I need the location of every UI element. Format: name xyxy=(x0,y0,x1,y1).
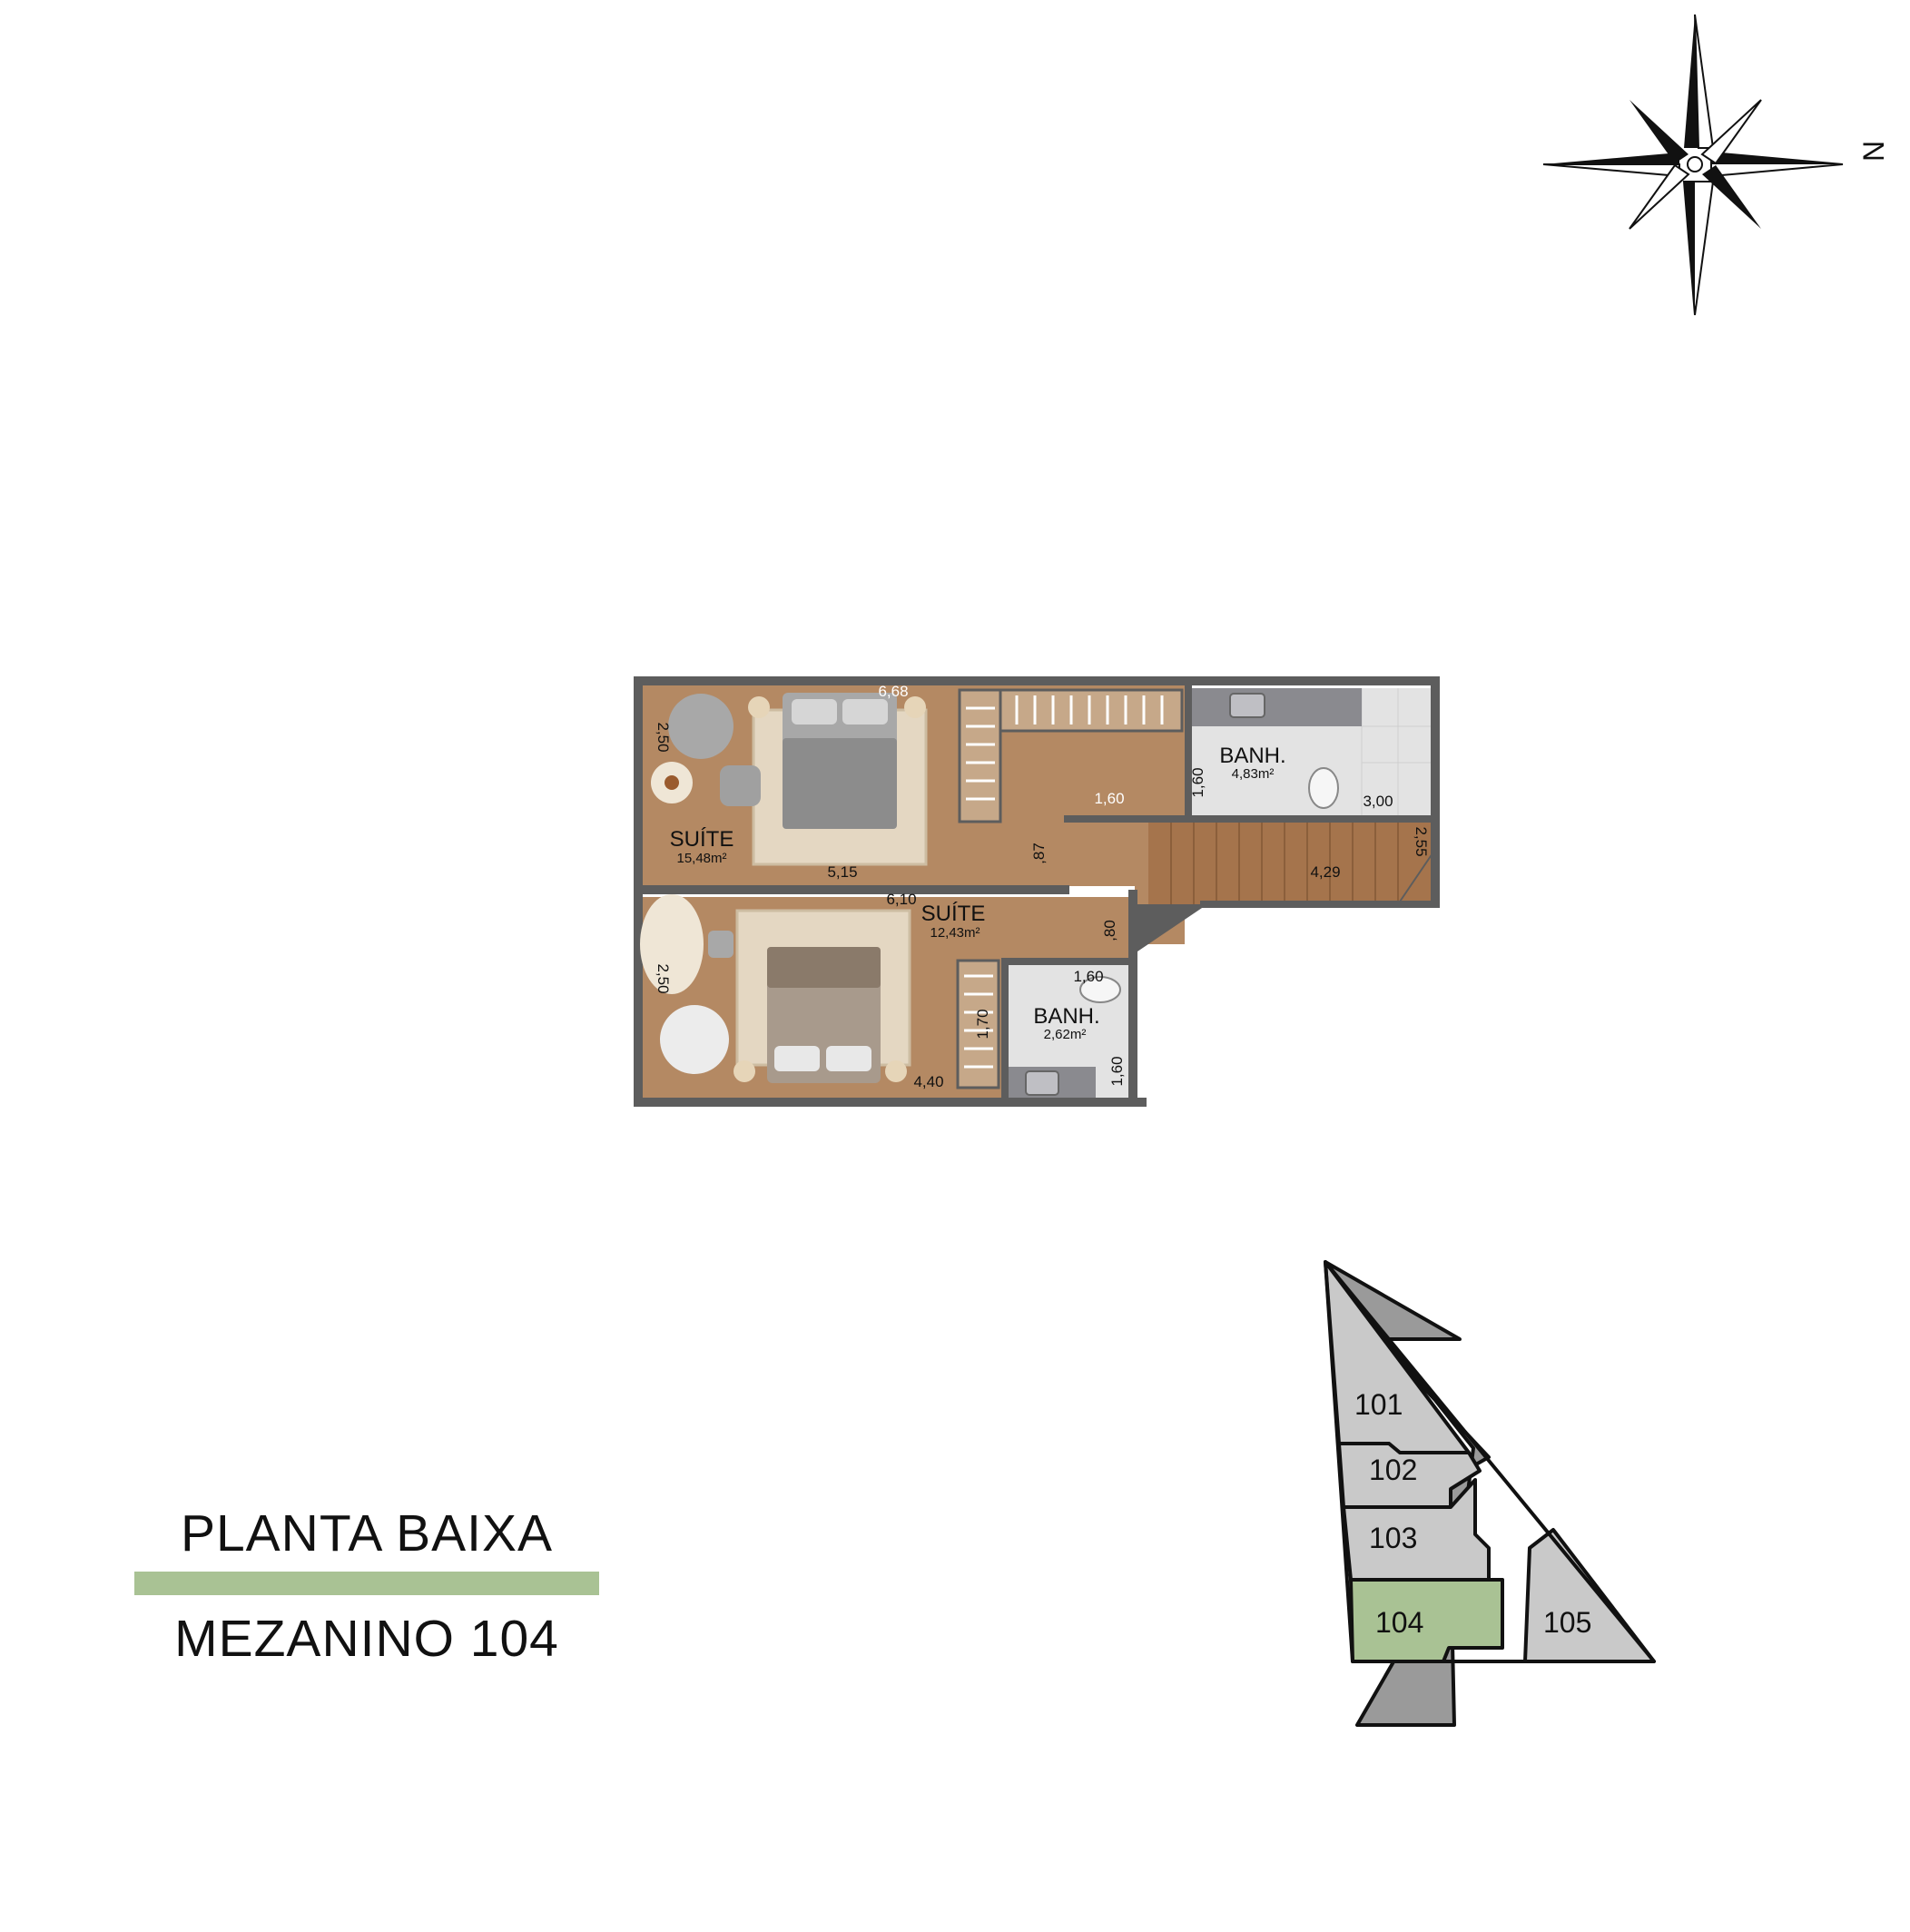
dimension-label: ,87 xyxy=(1030,843,1048,864)
nightstand-2b xyxy=(885,1060,907,1082)
toilet-2-icon xyxy=(1079,976,1121,1003)
title-block: PLANTA BAIXA MEZANINO 104 xyxy=(134,1503,599,1670)
room-name-bathroom-1: BANH. xyxy=(1219,744,1285,768)
page-subtitle: MEZANINO 104 xyxy=(174,1610,559,1668)
key-plan-label-103: 103 xyxy=(1369,1522,1417,1554)
key-plan xyxy=(1324,1260,1656,1727)
page-title: PLANTA BAIXA xyxy=(180,1504,554,1562)
dimension-label: 5,15 xyxy=(827,863,857,881)
ottoman-1-icon xyxy=(720,765,761,806)
nightstand-2a xyxy=(733,1060,755,1082)
room-name-suite-2: SUÍTE xyxy=(921,902,986,926)
nightstand-1a xyxy=(748,696,770,718)
room-area-bathroom-2: 2,62m² xyxy=(1044,1027,1087,1042)
key-plan-label-104: 104 xyxy=(1375,1606,1423,1639)
dimension-label: 1,60 xyxy=(1108,1056,1126,1086)
dimension-label: 3,00 xyxy=(1363,793,1393,810)
closet-1 xyxy=(958,688,1002,823)
dimension-label: 4,40 xyxy=(913,1073,943,1090)
key-plan-labels: 101 102 103 104 105 xyxy=(1354,1388,1591,1639)
compass-rose-icon xyxy=(1542,14,1844,316)
sink-1-icon xyxy=(1229,693,1265,718)
toilet-1-icon xyxy=(1308,767,1339,809)
key-plan-unit-105 xyxy=(1523,1528,1656,1663)
dimension-label: 1,70 xyxy=(974,1009,991,1039)
dimension-label: 4,29 xyxy=(1310,863,1340,881)
nightstand-1b xyxy=(904,696,926,718)
key-plan-unit-104 xyxy=(1349,1578,1504,1663)
dimension-label: 6,10 xyxy=(886,891,916,908)
room-area-suite-1: 15,48m² xyxy=(676,851,726,866)
desk-chair-2-icon xyxy=(708,931,733,958)
armchair-1-icon xyxy=(668,694,733,759)
key-plan-outline xyxy=(1324,1260,1656,1663)
closet-2 xyxy=(999,688,1184,733)
vanity-counter-1 xyxy=(1191,688,1362,726)
dimension-label: 2,55 xyxy=(1413,826,1430,856)
dimension-label: 6,68 xyxy=(878,683,908,700)
key-plan-label-101: 101 xyxy=(1354,1388,1403,1421)
room-area-suite-2: 12,43m² xyxy=(930,925,980,941)
floor-plan: SUÍTE 15,48m² SUÍTE 12,43m² BANH. 4,83m²… xyxy=(634,676,1440,1107)
hangers-2 xyxy=(1015,695,1164,724)
double-bed-1-icon xyxy=(783,693,897,829)
double-bed-2-icon xyxy=(767,947,881,1083)
staircase xyxy=(1148,821,1433,905)
compass-north-label: N xyxy=(1857,141,1890,162)
room-area-bathroom-1: 4,83m² xyxy=(1232,766,1275,782)
title-accent-bar xyxy=(134,1572,599,1595)
key-plan-label-102: 102 xyxy=(1369,1454,1417,1486)
hangers-3 xyxy=(964,974,993,1069)
hangers-1 xyxy=(966,706,995,801)
armchair-2-icon xyxy=(660,1005,729,1074)
walls xyxy=(634,676,1440,1107)
room-name-suite-1: SUÍTE xyxy=(670,827,734,852)
dimension-label: ,80 xyxy=(1101,920,1118,941)
room-name-bathroom-2: BANH. xyxy=(1033,1004,1099,1029)
dimension-label: 1,60 xyxy=(1189,767,1206,797)
sink-2-icon xyxy=(1025,1070,1059,1096)
key-plan-label-105: 105 xyxy=(1543,1606,1591,1639)
dimension-labels: 6,68 2,50 1,60 1,60 3,00 ,87 2,55 4,29 5… xyxy=(655,683,1430,1090)
dimension-label: 1,60 xyxy=(1073,968,1103,985)
dimension-label: 2,50 xyxy=(655,963,672,993)
dimension-label: 1,60 xyxy=(1094,790,1124,807)
dimension-label: 2,50 xyxy=(655,722,672,752)
desk-2-icon xyxy=(640,894,704,994)
